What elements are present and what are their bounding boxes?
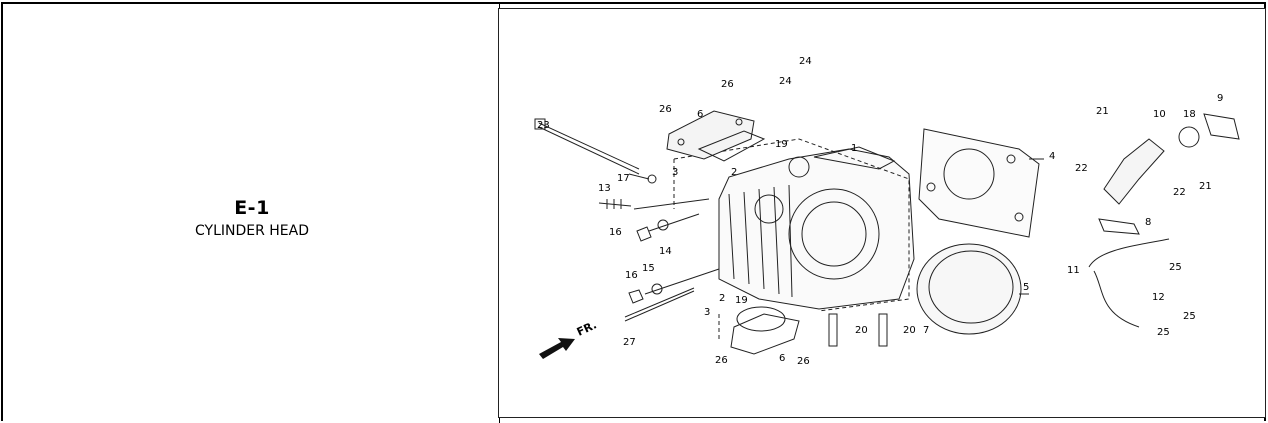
callout-19-top: 19 bbox=[775, 139, 788, 150]
callout-16-upper: 16 bbox=[609, 227, 622, 238]
callout-4: 4 bbox=[1049, 151, 1055, 162]
callout-12: 12 bbox=[1152, 292, 1165, 303]
exploded-parts-diagram: FR. 1 2 2 3 3 4 5 6 6 7 8 9 10 11 12 13 … bbox=[498, 8, 1266, 418]
callout-18: 18 bbox=[1183, 109, 1196, 120]
callout-16-lower: 16 bbox=[625, 270, 638, 281]
callout-22-right: 22 bbox=[1173, 187, 1186, 198]
callout-24-top: 24 bbox=[799, 56, 812, 67]
section-header-panel: E-1 CYLINDER HEAD bbox=[3, 4, 497, 421]
callout-13: 13 bbox=[598, 183, 611, 194]
callout-8: 8 bbox=[1145, 217, 1151, 228]
callout-5: 5 bbox=[1023, 282, 1029, 293]
callout-9: 9 bbox=[1217, 93, 1223, 104]
callout-25-mid: 25 bbox=[1183, 311, 1196, 322]
callout-23: 23 bbox=[537, 120, 550, 131]
callout-25-top: 25 bbox=[1169, 262, 1182, 273]
callout-10: 10 bbox=[1153, 109, 1166, 120]
section-title: CYLINDER HEAD bbox=[194, 223, 310, 239]
callout-21-left: 21 bbox=[1096, 106, 1109, 117]
callout-6-top: 6 bbox=[697, 109, 703, 120]
callout-20-right: 20 bbox=[903, 325, 916, 336]
callout-2-bottom: 2 bbox=[719, 293, 725, 304]
callout-26-top: 26 bbox=[721, 79, 734, 90]
callout-27: 27 bbox=[623, 337, 636, 348]
callout-2-top: 2 bbox=[731, 167, 737, 178]
callout-17: 17 bbox=[617, 173, 630, 184]
section-code: E-1 bbox=[234, 197, 270, 219]
callout-15: 15 bbox=[642, 263, 655, 274]
callout-1: 1 bbox=[851, 143, 857, 154]
callout-20-left: 20 bbox=[855, 325, 868, 336]
callout-14: 14 bbox=[659, 246, 672, 257]
callout-25-bottom: 25 bbox=[1157, 327, 1170, 338]
callout-24-lower: 24 bbox=[779, 76, 792, 87]
direction-label: FR. bbox=[575, 318, 599, 338]
callout-6-bottom: 6 bbox=[779, 353, 785, 364]
callout-3-bottom: 3 bbox=[704, 307, 710, 318]
callout-19-bottom: 19 bbox=[735, 295, 748, 306]
callout-3-top: 3 bbox=[672, 167, 678, 178]
callout-26-left: 26 bbox=[659, 104, 672, 115]
callout-22-left: 22 bbox=[1075, 163, 1088, 174]
callout-26-right: 26 bbox=[797, 356, 810, 367]
callout-11: 11 bbox=[1067, 265, 1080, 276]
callout-26-bottom: 26 bbox=[715, 355, 728, 366]
callout-21-right: 21 bbox=[1199, 181, 1212, 192]
cylinder-head-drawing: FR. 1 2 2 3 3 4 5 6 6 7 8 9 10 11 12 13 … bbox=[534, 56, 1240, 367]
callout-7: 7 bbox=[923, 325, 929, 336]
